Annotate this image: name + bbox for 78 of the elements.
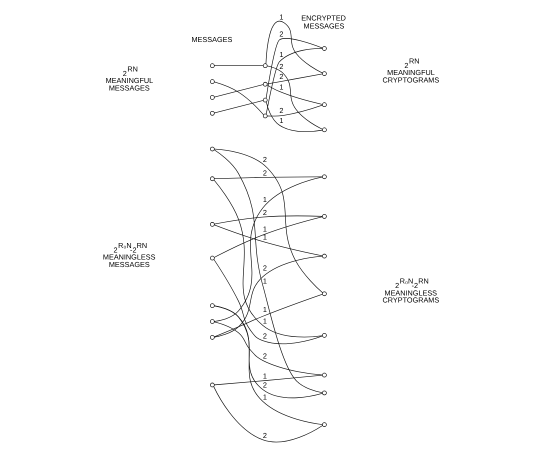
- node-circle: [322, 102, 326, 108]
- connector: [214, 148, 322, 293]
- connector: [266, 74, 322, 84]
- connector: [266, 84, 322, 105]
- edge-label: 1: [278, 82, 283, 92]
- node-circle: [262, 114, 268, 118]
- connector: [214, 306, 322, 398]
- node-circle: [210, 335, 214, 340]
- connector: [214, 216, 322, 258]
- connector: [266, 104, 322, 116]
- connector: [214, 216, 322, 224]
- connector: [265, 20, 322, 74]
- node-circle: [322, 372, 326, 378]
- connector: [214, 100, 263, 114]
- connector: [265, 101, 322, 132]
- node-circle: [210, 79, 214, 84]
- connector: [212, 386, 322, 442]
- edge-label: 1: [262, 194, 266, 204]
- node-circle: [322, 46, 326, 51]
- edge-label: 1: [262, 392, 266, 402]
- node-circle: [322, 422, 326, 427]
- node-circle: [322, 128, 326, 132]
- node-circle: [210, 146, 214, 152]
- label: ENCRYPTED MESSAGES: [300, 14, 346, 31]
- node-circle: [210, 303, 214, 308]
- connector: [214, 84, 263, 98]
- connector: [214, 374, 322, 386]
- node-circle: [322, 71, 326, 76]
- edge-label: 2: [262, 430, 266, 440]
- node-circle: [210, 382, 214, 388]
- edge-label: 2: [262, 168, 266, 178]
- edge-label: 2: [278, 62, 283, 71]
- connector: [266, 66, 322, 130]
- edge-label: 2: [262, 208, 266, 217]
- edge-label: 1: [278, 50, 283, 59]
- edge-label: 2: [262, 264, 266, 273]
- node-circle: [262, 63, 268, 68]
- edge-label: 2: [262, 380, 266, 390]
- edge-label: 1: [262, 276, 266, 286]
- node-circle: [210, 222, 214, 227]
- node-circle: [210, 111, 214, 116]
- edge-label: 2: [278, 72, 283, 81]
- edge-label: 2: [262, 351, 266, 360]
- node-circle: [210, 95, 214, 100]
- connector: [214, 176, 322, 180]
- connector: [214, 65, 263, 66]
- connector: [214, 82, 264, 116]
- edge-label: 1: [278, 12, 283, 22]
- edge-label: 1: [262, 224, 266, 234]
- connector: [213, 149, 322, 393]
- node-circle: [322, 291, 326, 296]
- label: MESSAGES: [191, 34, 232, 44]
- connector: [214, 294, 322, 338]
- edge-label: 2: [262, 155, 266, 164]
- node-circle: [210, 63, 214, 68]
- node-circle: [322, 333, 326, 338]
- connector: [214, 224, 322, 256]
- node-circle: [210, 256, 214, 260]
- node-circle: [210, 176, 214, 182]
- edge-label: 1: [262, 371, 266, 380]
- edge-label: 2: [278, 106, 283, 116]
- node-circle: [210, 319, 214, 324]
- edge-label: 1: [262, 232, 266, 242]
- node-circle: [322, 254, 326, 258]
- node-circle: [322, 214, 326, 219]
- node-circle: [322, 390, 326, 396]
- node-circle: [322, 174, 326, 180]
- connector: [214, 322, 322, 376]
- connector: [265, 48, 322, 114]
- node-circle: [262, 82, 268, 87]
- edge-label: 2: [262, 332, 266, 341]
- edge-label: 2: [278, 29, 283, 38]
- node-circle: [262, 98, 268, 102]
- edge-label: 1: [262, 305, 266, 314]
- edge-label: 1: [278, 116, 283, 126]
- connector: [265, 38, 322, 99]
- edge-label: 1: [262, 316, 266, 326]
- connector: [214, 306, 322, 425]
